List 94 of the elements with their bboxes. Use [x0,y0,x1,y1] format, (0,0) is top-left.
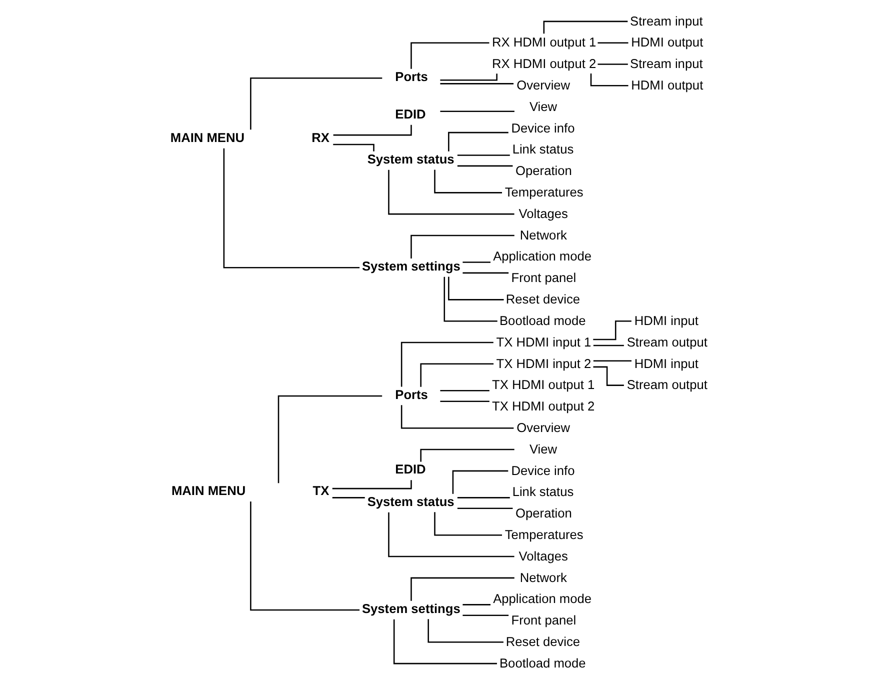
connector [410,234,514,258]
connector [448,276,504,300]
node-text: TX HDMI output 2 [492,398,595,414]
connector [420,448,514,462]
node-text: MAIN MENU [171,483,246,498]
node-text: Voltages [518,548,568,564]
node-text: Stream input [630,56,703,72]
node-text: System settings [362,600,460,616]
connector [457,165,513,167]
connector [440,110,514,112]
connector [598,64,628,65]
connector [457,497,510,498]
connector [452,470,508,494]
connector [440,74,498,81]
connector [457,508,513,510]
node-text: Application mode [493,591,592,606]
connector [223,148,360,268]
node-text: Front panel [511,270,576,286]
node-text: Temperatures [504,526,584,542]
connector [593,320,632,340]
node-text: MAIN MENU [170,130,245,145]
node-label: TX [312,483,330,498]
connector [388,512,514,558]
node-text: Network [520,227,567,242]
connector [393,619,497,664]
node-text: TX HDMI input 2 [496,356,592,371]
node-text: HDMI input [634,312,699,328]
node-text: RX HDMI output 2 [492,56,596,72]
node-text: Bootload mode [500,312,586,328]
node-text: Stream input [630,13,703,28]
node-text: Stream output [626,334,708,350]
node-text: View [529,98,558,114]
node-text: Ports [395,68,428,84]
node-text: Operation [516,163,572,178]
connector [440,400,490,402]
node-text: TX HDMI input 1 [496,334,592,350]
connector [250,502,360,611]
connector [278,395,382,484]
connector [410,577,514,601]
connector [462,614,509,616]
connector [420,363,494,387]
node-text: Link status [512,484,574,500]
connector [448,132,508,152]
connector [440,83,514,84]
node-text: EDID [395,106,426,122]
node-text: HDMI output [631,78,704,93]
node-text: System status [367,151,454,166]
connector [388,170,514,215]
node-text: Overview [516,420,570,435]
connector [590,73,628,86]
connector [332,480,412,490]
connector [410,42,490,69]
node-text: Stream output [626,377,708,392]
node-text: Temperatures [504,184,584,200]
node-text: Network [520,570,567,585]
node-text: Front panel [511,612,576,628]
connector [434,170,502,194]
connector [333,144,374,152]
node-label: RX [312,130,330,145]
node-text: Device info [511,120,575,136]
node-text: HDMI input [634,356,699,371]
connector [444,276,498,322]
connector [462,272,509,274]
node-text: Reset device [506,634,580,649]
node-text: EDID [395,462,426,477]
node-text: Overview [516,78,570,93]
node-text: Device info [511,462,575,478]
node-text: TX HDMI output 1 [492,377,595,392]
node-text: HDMI output [631,34,704,50]
connector [593,360,632,362]
connector [462,604,490,606]
connector [434,512,502,536]
node-text: System settings [362,258,460,274]
connector [462,262,490,263]
connector [457,154,510,156]
node-text: Operation [516,506,572,521]
node-text: View [529,441,558,456]
connector [400,342,494,387]
connector [400,405,514,429]
connector [593,366,624,386]
connector [440,390,490,392]
node-text: Voltages [518,206,568,221]
node-text: System status [367,494,454,509]
node-text: Reset device [506,292,580,307]
connector [332,497,365,498]
node-text: Ports [395,386,428,402]
connector [598,42,628,44]
node-text: Link status [512,142,574,157]
node-text: RX HDMI output 1 [492,34,596,50]
node-text: Bootload mode [500,655,586,670]
connector [428,619,504,643]
connector [593,344,624,346]
node-text: Application mode [493,248,592,264]
connector [250,78,382,130]
